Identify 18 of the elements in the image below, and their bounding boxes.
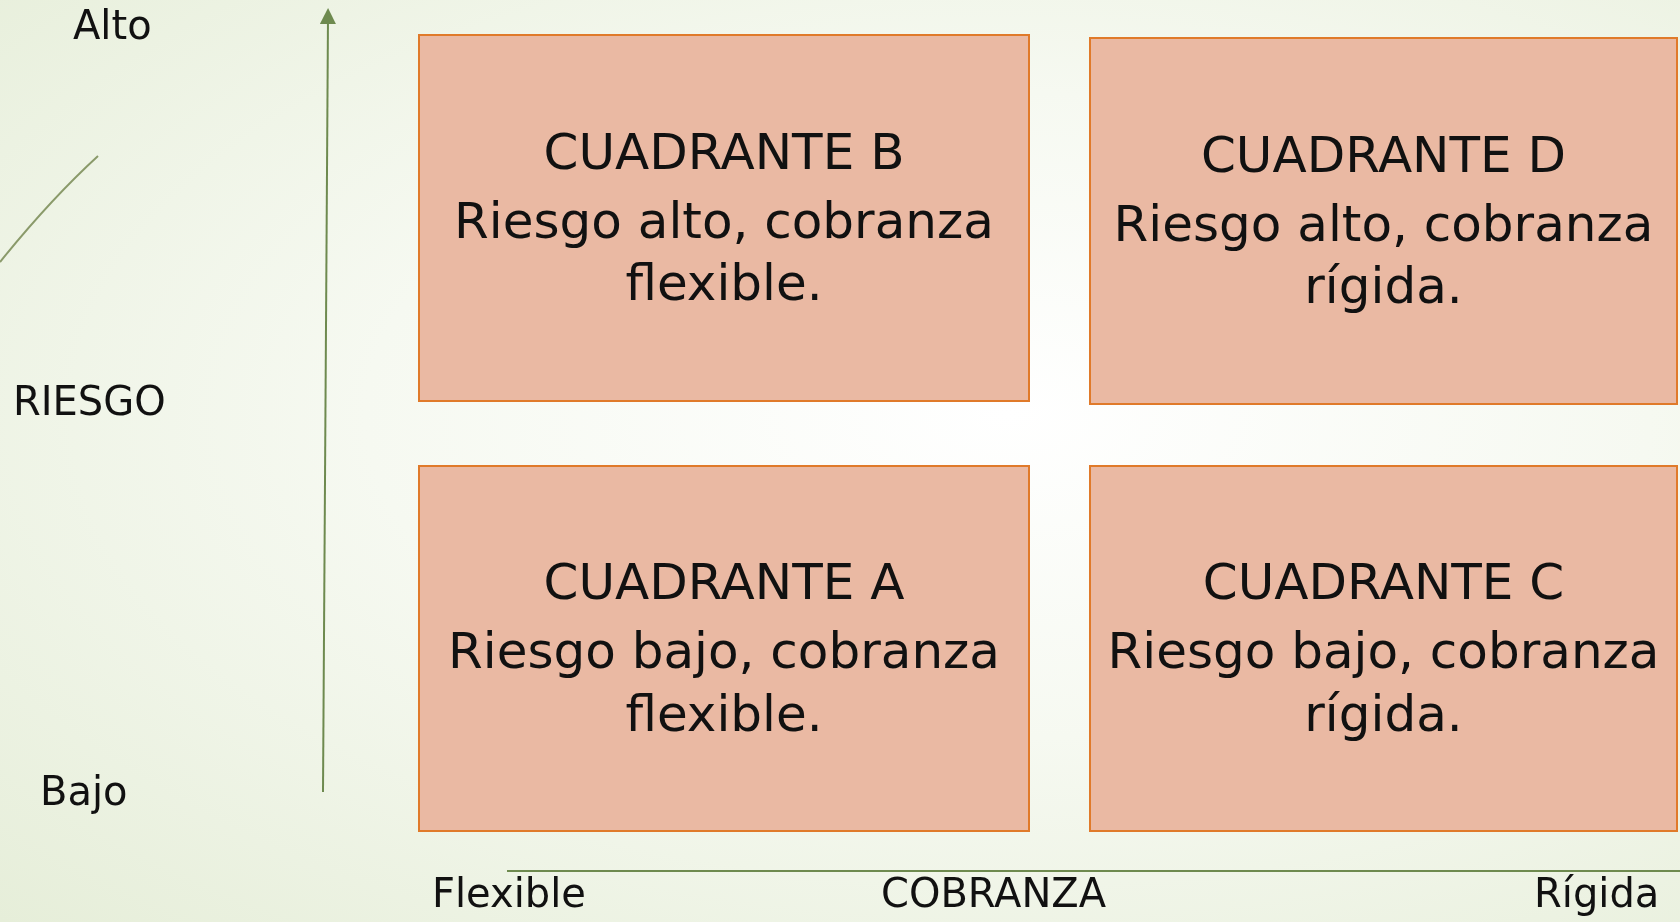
quadrant-box	[418, 34, 1030, 402]
quadrant-box	[1089, 465, 1678, 832]
axis-end-label: Rígida	[1534, 870, 1660, 916]
axis-end-label: Alto	[73, 2, 152, 48]
quadrant-box	[1089, 37, 1678, 405]
quadrant-box	[418, 465, 1030, 832]
quadrant-title: CUADRANTE D	[1200, 124, 1567, 185]
quadrant-title: CUADRANTE C	[1202, 552, 1565, 612]
quadrant-description: Riesgo alto, cobranza rígida.	[1112, 193, 1655, 317]
quadrant-description: Riesgo alto, cobranza flexible.	[453, 190, 995, 314]
axis-end-label: Flexible	[432, 870, 586, 916]
axis-title: COBRANZA	[881, 870, 1107, 916]
quadrant-title: CUADRANTE B	[543, 121, 905, 182]
axis-title: RIESGO	[13, 378, 166, 424]
quadrant-title: CUADRANTE A	[543, 552, 905, 612]
quadrant-description: Riesgo bajo, cobranza rígida.	[1106, 621, 1661, 745]
quadrant-description: Riesgo bajo, cobranza flexible.	[447, 621, 1001, 745]
axis-end-label: Bajo	[40, 768, 128, 814]
